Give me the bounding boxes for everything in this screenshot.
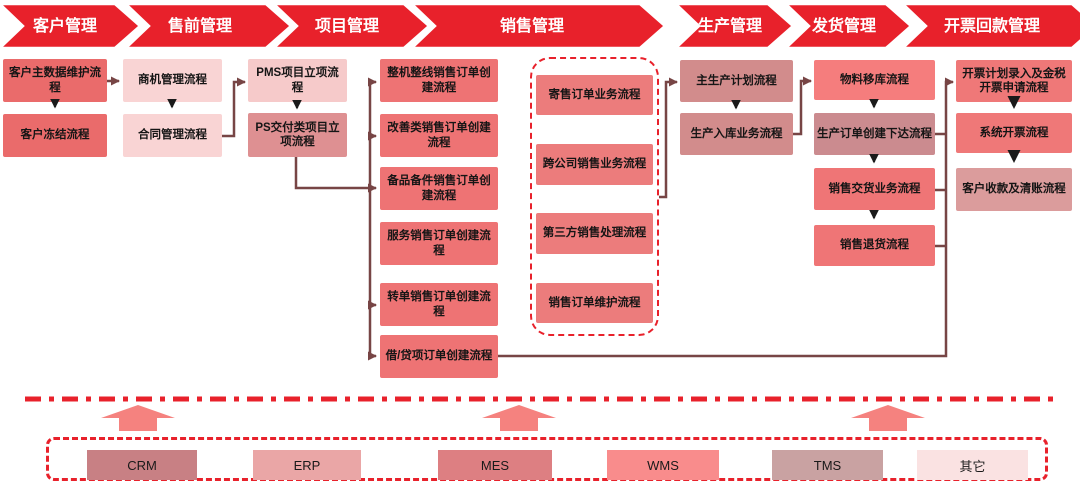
system-box-wms: WMS [607,450,719,480]
process-box-sales-return: 销售退货流程 [814,225,935,266]
process-box-intercompany-sales: 跨公司销售业务流程 [536,144,653,185]
process-box-invoice-plan-entry: 开票计划录入及金税开票申请流程 [956,60,1072,102]
system-box-other: 其它 [917,450,1028,480]
process-box-customer-payment-clearing: 客户收款及清账流程 [956,168,1072,211]
process-box-machine-line-order: 整机整线销售订单创建流程 [380,59,498,102]
process-box-production-order-release: 生产订单创建下达流程 [814,113,935,155]
process-box-material-transfer: 物料移库流程 [814,60,935,100]
process-box-ps-delivery-project-setup: PS交付类项目立项流程 [248,113,347,157]
system-box-tms: TMS [772,450,883,480]
process-box-consignment-order: 寄售订单业务流程 [536,75,653,115]
system-box-crm: CRM [87,450,197,480]
process-box-customer-master-data: 客户主数据维护流程 [3,59,107,102]
process-box-third-party-sales: 第三方销售处理流程 [536,213,653,254]
process-box-pms-project-setup: PMS项目立项流程 [248,59,347,102]
system-box-mes: MES [438,450,552,480]
process-box-contract-mgmt: 合同管理流程 [123,114,222,157]
process-box-production-receipt: 生产入库业务流程 [680,113,793,155]
system-box-erp: ERP [253,450,361,480]
process-box-system-invoicing: 系统开票流程 [956,113,1072,153]
process-box-customer-freeze: 客户冻结流程 [3,114,107,157]
process-box-spare-parts-order: 备品备件销售订单创建流程 [380,167,498,210]
process-box-debit-credit-order: 借/贷项订单创建流程 [380,335,498,378]
process-box-service-order: 服务销售订单创建流程 [380,222,498,265]
process-box-improvement-order: 改善类销售订单创建流程 [380,114,498,157]
process-box-opportunity-mgmt: 商机管理流程 [123,59,222,102]
process-box-sales-order-maintenance: 销售订单维护流程 [536,283,653,323]
process-box-master-production-plan: 主生产计划流程 [680,60,793,102]
process-box-sales-delivery: 销售交货业务流程 [814,168,935,210]
process-box-transfer-order: 转单销售订单创建流程 [380,283,498,326]
